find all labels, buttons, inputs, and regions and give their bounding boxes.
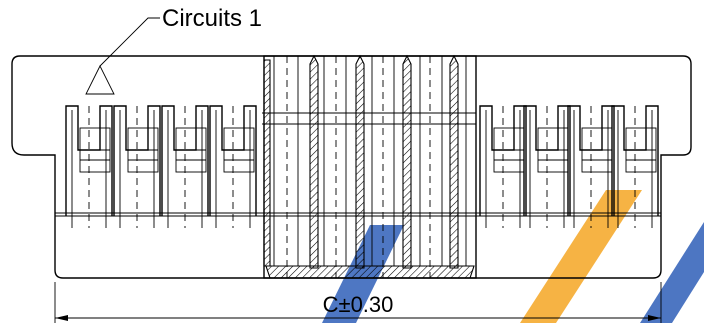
left-contact-comb [65,105,257,228]
terminal-base [265,265,475,279]
terminal-pin-1 [263,59,271,267]
terminal-pin-5 [449,54,459,269]
left-contact-1 [65,105,113,228]
circuit-1-marker: Circuits 1 [85,5,262,95]
right-contact-2 [523,105,571,228]
terminal-pin-4 [402,54,412,269]
circuit-1-label: Circuits 1 [162,5,262,32]
dimension-c-label: C±0.30 [323,292,394,317]
right-contact-comb [479,105,659,228]
left-contact-3 [161,105,209,228]
housing-outline [11,55,692,279]
circuit-1-triangle [85,64,115,95]
dimension-c: C±0.30 [54,282,662,323]
terminal-pins [263,54,475,279]
terminal-pin-2 [309,54,319,269]
watermark-blue-corner [640,222,704,323]
right-contact-4 [611,105,659,228]
watermark-orange-stripe [520,190,642,323]
circuit-1-leader [99,17,160,67]
left-contact-4 [209,105,257,228]
terminal-pin-3 [355,54,365,269]
right-contact-1 [479,105,527,228]
left-contact-2 [113,105,161,228]
